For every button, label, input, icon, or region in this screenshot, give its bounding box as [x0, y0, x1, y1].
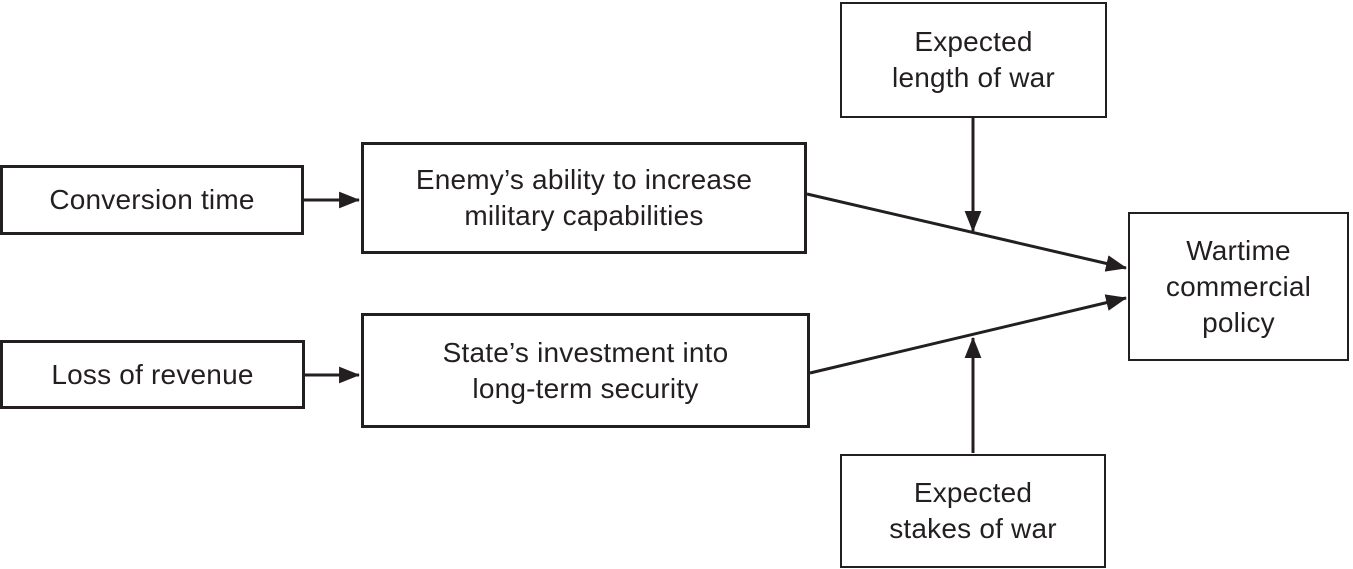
- node-conversion-time: Conversion time: [0, 165, 304, 235]
- node-expected-stakes-of-war: Expected stakes of war: [840, 454, 1106, 568]
- node-state-investment: State’s investment into long-term securi…: [361, 313, 810, 428]
- node-state-investment-label: State’s investment into long-term securi…: [442, 336, 729, 404]
- node-wartime-policy-label: Wartime commercial policy: [1165, 234, 1312, 338]
- arrow-state-to-wartime: [809, 294, 1128, 375]
- node-loss-of-revenue: Loss of revenue: [0, 340, 305, 409]
- node-expected-length-of-war: Expected length of war: [840, 2, 1107, 118]
- node-expected-length-label: Expected length of war: [892, 26, 1055, 93]
- node-expected-stakes-label: Expected stakes of war: [889, 477, 1057, 544]
- node-wartime-commercial-policy: Wartime commercial policy: [1128, 212, 1349, 361]
- node-enemy-ability-label: Enemy’s ability to increase military cap…: [415, 164, 753, 231]
- node-conversion-time-label: Conversion time: [49, 184, 255, 215]
- arrow-enemy-to-wartime: [806, 192, 1128, 272]
- node-loss-of-revenue-label: Loss of revenue: [51, 358, 254, 390]
- node-enemy-ability: Enemy’s ability to increase military cap…: [361, 142, 807, 254]
